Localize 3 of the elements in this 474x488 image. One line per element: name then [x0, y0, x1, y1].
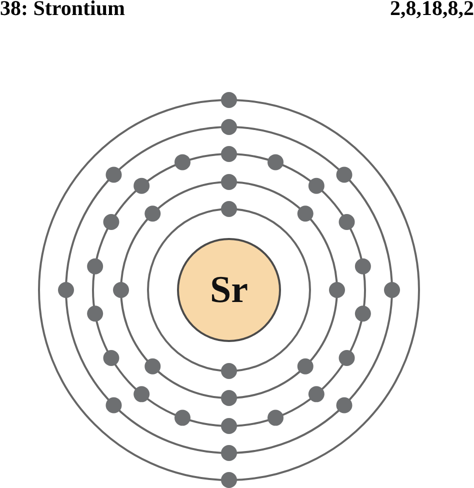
element-symbol: Sr [210, 268, 248, 312]
electron-configuration: 2,8,18,8,2 [390, 0, 474, 21]
title: 38: Strontium [0, 0, 126, 21]
